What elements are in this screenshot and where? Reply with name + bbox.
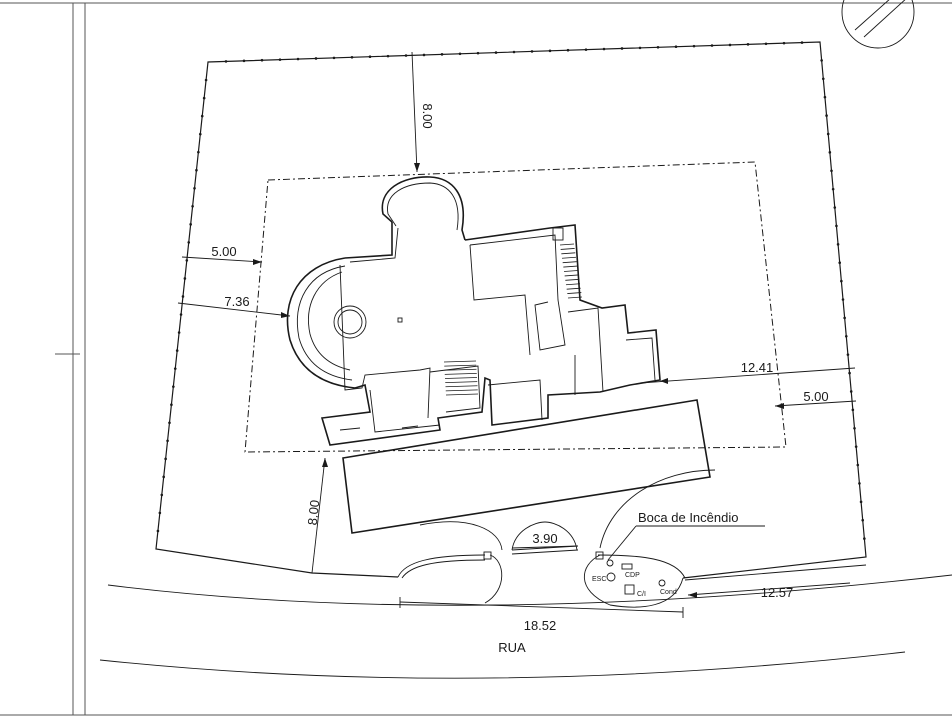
- utility-symbols: ESC CDP C/I Cond: [592, 559, 677, 598]
- north-arrow-icon: [841, 0, 915, 49]
- hydrant-label: Boca de Incêndio: [638, 510, 738, 525]
- street-label: RUA: [498, 640, 526, 655]
- esc-meter-icon: [606, 572, 616, 582]
- gate-width-dimension: 3.90: [532, 531, 557, 546]
- frontage-dimension: 18.52: [524, 618, 557, 633]
- hydrant-icon: [606, 559, 614, 567]
- front-canopy: [342, 399, 711, 534]
- dimension-lines: [177, 51, 857, 618]
- right-width-dimension: 12.41: [741, 360, 774, 375]
- left-setback-dimension: 5.00: [211, 244, 236, 259]
- top-setback-dimension: 8.00: [420, 103, 435, 128]
- ci-label: C/I: [637, 591, 646, 598]
- ci-box-icon: [624, 584, 635, 595]
- hydrant-leader: [607, 525, 637, 561]
- lot-boundary: [155, 41, 867, 579]
- cdp-box-icon: [621, 563, 633, 570]
- house-footprint: [286, 176, 661, 446]
- entrance-gate: [397, 469, 716, 608]
- left-distance-dimension: 7.36: [224, 294, 249, 309]
- cdp-label: CDP: [625, 572, 640, 579]
- cond-label: Cond: [660, 589, 677, 596]
- right-setback-dimension: 5.00: [803, 389, 828, 404]
- cond-symbol-icon: [658, 579, 666, 587]
- esc-label: ESC: [592, 576, 606, 583]
- front-setback-dimension: 8.00: [305, 499, 323, 526]
- setback-line: [244, 161, 787, 453]
- side-frontage-dimension: 12.57: [761, 585, 794, 600]
- street-curbs: [99, 564, 952, 679]
